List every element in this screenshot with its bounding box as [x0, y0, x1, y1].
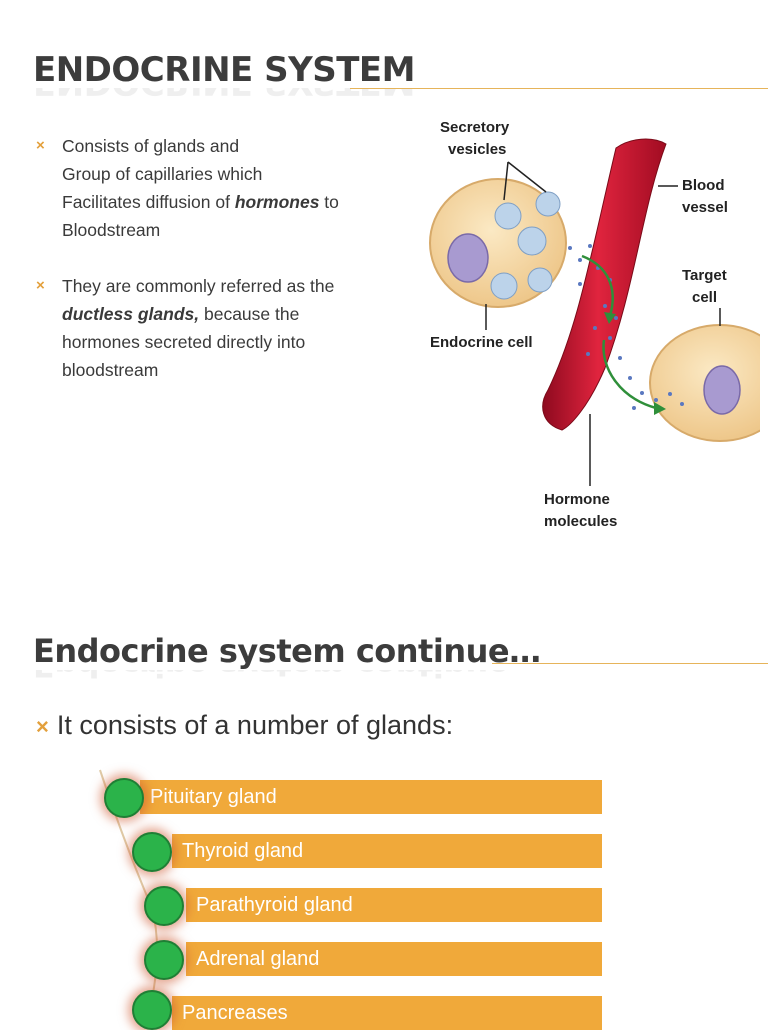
label-endocrine-cell: Endocrine cell	[430, 334, 533, 351]
hormone-molecules-icon	[568, 244, 684, 410]
bullet-line: Group of capillaries which	[62, 164, 263, 184]
gland-bullet-icon	[144, 940, 184, 980]
blood-vessel-icon	[542, 138, 667, 431]
label-blood: Blood	[682, 177, 725, 194]
bullet-text: It consists of a number of glands:	[56, 710, 454, 740]
label-vessel: vessel	[682, 199, 728, 216]
bullet-line: to	[319, 192, 339, 212]
bullet-line: bloodstream	[62, 360, 159, 380]
bullet-line: because the	[199, 304, 300, 324]
bullet-marker-icon: ×	[36, 277, 45, 294]
emphasis-ductless-glands: ductless glands,	[62, 304, 200, 324]
label-target: Target	[682, 267, 727, 284]
label-cell: cell	[692, 289, 717, 306]
slide-endocrine-system: ENDOCRINE SYSTEM ENDOCRINE SYSTEM × Cons…	[33, 50, 768, 530]
gland-item-pancreases: Pancreases	[172, 996, 602, 1030]
bullet-marker-icon: ×	[36, 137, 45, 154]
label-molecules: molecules	[544, 513, 617, 530]
gland-bullet-icon	[104, 778, 144, 818]
bullet-item: × They are commonly referred as the duct…	[36, 272, 416, 384]
bullet-item: × It consists of a number of glands:	[36, 710, 453, 741]
bullet-line: Facilitates diffusion of	[62, 192, 235, 212]
gland-bullet-icon	[144, 886, 184, 926]
label-vesicles: vesicles	[448, 141, 506, 158]
gland-item-adrenal: Adrenal gland	[186, 942, 602, 976]
bullet-line: Bloodstream	[62, 220, 161, 240]
target-nucleus-icon	[703, 365, 741, 415]
slide-title: Endocrine system continue…	[33, 632, 541, 670]
bullet-line: hormones secreted directly into	[62, 332, 306, 352]
gland-item-thyroid: Thyroid gland	[172, 834, 602, 868]
arrowhead-icon	[604, 312, 666, 415]
bullet-marker-icon: ×	[36, 714, 49, 739]
gland-bullet-icon	[132, 832, 172, 872]
diffusion-arrow-icon	[581, 254, 657, 410]
title-divider	[350, 88, 768, 89]
bullet-list: × Consists of glands and Group of capill…	[36, 132, 416, 412]
label-hormone: Hormone	[544, 491, 610, 508]
title-divider	[492, 663, 768, 664]
label-secretory: Secretory	[440, 119, 510, 136]
bullet-line: They are commonly referred as the	[62, 276, 335, 296]
leader-lines	[485, 161, 721, 486]
endocrine-diagram: Secretory vesicles Blood vessel Target c…	[429, 119, 760, 530]
nucleus-icon	[447, 233, 489, 283]
secretory-vesicles-icon	[490, 191, 561, 300]
emphasis-hormones: hormones	[234, 192, 320, 212]
gland-list: Pituitary gland Thyroid gland Parathyroi…	[0, 600, 768, 1030]
gland-item-parathyroid: Parathyroid gland	[186, 888, 602, 922]
bullet-item: × Consists of glands and Group of capill…	[36, 132, 416, 244]
gland-item-pituitary: Pituitary gland	[140, 780, 602, 814]
slide-title: ENDOCRINE SYSTEM	[33, 50, 415, 90]
slide-endocrine-system-continue: Endocrine system continue… Endocrine sys…	[0, 600, 768, 1030]
slide-title-reflection: ENDOCRINE SYSTEM	[33, 88, 415, 102]
bullet-line: Consists of glands and	[62, 136, 240, 156]
gland-bullet-icon	[132, 990, 172, 1030]
